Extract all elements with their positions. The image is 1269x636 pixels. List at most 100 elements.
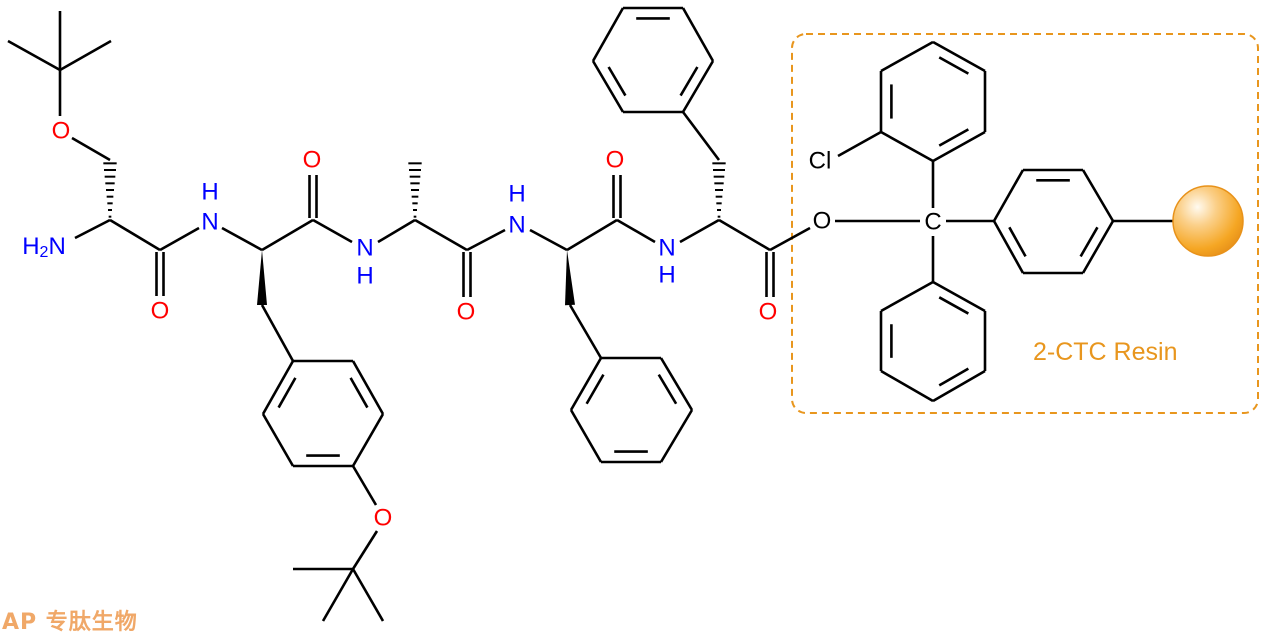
single-bond [351,568,385,622]
atom-n-amide-1: N [201,209,218,236]
single-bond [159,226,200,252]
single-bond [321,568,355,622]
atom-o-ester-carbonyl: O [759,299,778,326]
hashed-wedge-ala [408,162,422,218]
ring-bond [992,169,1025,222]
ring-double-bond [679,66,699,97]
ring-double-bond [938,128,969,147]
chlorophenyl-ring [879,40,987,163]
ring-bond [932,130,986,163]
ring-bond [880,280,934,313]
ring-bond [1081,220,1115,274]
ring-double-bond [607,66,627,97]
ring-bond [591,7,625,62]
atom-o-tyr-ether: O [374,505,393,532]
ring-bond [569,409,603,463]
single-bond [351,465,378,506]
amine-h: H [22,233,39,260]
ring-bond [880,130,934,163]
atom-h-amide-3: H [508,181,525,208]
amine-n: N [48,233,65,260]
atom-n-amide-2: N [356,235,373,262]
ring-bond [591,60,625,113]
ring-bond [351,413,385,467]
single-bond [377,218,416,244]
atom-amine: H2N [22,233,66,261]
resin-label: 2-CTC Resin [1033,338,1177,366]
single-bond [414,218,468,252]
solid-wedge-tyr [257,250,267,305]
ring-bond [569,357,603,411]
ring-double-bond [277,377,297,409]
atom-o-ser-carbonyl: O [151,298,170,325]
atom-h-amide-4: H [658,262,675,289]
ring-bond [1081,169,1115,222]
ring-double-bond [585,373,605,405]
stereo-wedges [103,162,726,306]
ring-bond [351,360,385,415]
atom-o-phe-carbonyl: O [606,147,625,174]
ring-double-bond [657,373,678,405]
company-logo: AP 专肽生物 [2,610,138,635]
phe-ring-upper [591,6,715,114]
single-bond [351,530,379,570]
solid-wedge-phe [565,250,575,306]
single-bond [221,226,263,252]
ring-bond [880,40,934,73]
single-bond [529,228,568,252]
single-bond [261,218,314,252]
amine-sub: 2 [40,244,49,261]
single-bond [566,218,618,252]
atom-n-amide-3: N [508,212,525,239]
ring-double-bond [1008,226,1027,258]
hashed-wedge-ser [103,162,117,218]
single-bond [466,228,506,252]
ring-double-bond [938,56,969,75]
ring-bond [681,60,715,113]
ring-bond [932,40,986,73]
ring-double-bond [1079,226,1099,258]
single-bond [769,226,811,252]
atom-h-amide-2: H [356,263,373,290]
atom-o-tyr-carbonyl: O [303,147,322,174]
hashed-wedge-dphe [712,162,726,218]
atom-n-amide-4: N [658,235,675,262]
single-bond [718,218,771,252]
linker-phenyl-ring [992,168,1115,275]
atom-o-ala-carbonyl: O [457,299,476,326]
ring-bond [992,220,1025,274]
single-bond [616,218,656,244]
atom-c-trityl: C [924,209,941,236]
phenyl-ring [879,280,987,403]
ring-bond [681,7,715,62]
single-bond [312,218,353,244]
single-bond [837,130,882,158]
atom-o-ester: O [813,208,832,235]
single-bond [681,111,721,161]
single-bond [7,39,61,72]
single-bond [109,218,161,252]
phe-ring-lower [569,356,694,464]
single-bond [59,39,112,72]
single-bond [71,136,111,162]
single-bond [568,304,603,359]
ring-double-bond [938,367,970,387]
single-bond [74,218,111,240]
tyr-ring [261,359,385,468]
single-bond [679,218,720,244]
resin-box [791,33,1259,414]
ring-bond [932,369,986,403]
ring-bond [261,413,295,467]
ring-bond [932,280,986,313]
ring-double-bond [938,296,969,315]
bonds [7,11,1173,622]
atom-o-ser-ether: O [52,118,71,145]
ring-double-bond [349,377,369,409]
atom-h-amide-1: H [201,179,218,206]
resin-bead [1172,185,1244,257]
ring-bond [659,357,694,411]
aromatic-rings [261,6,1115,468]
ring-bond [880,369,934,403]
ring-bond [659,409,694,463]
